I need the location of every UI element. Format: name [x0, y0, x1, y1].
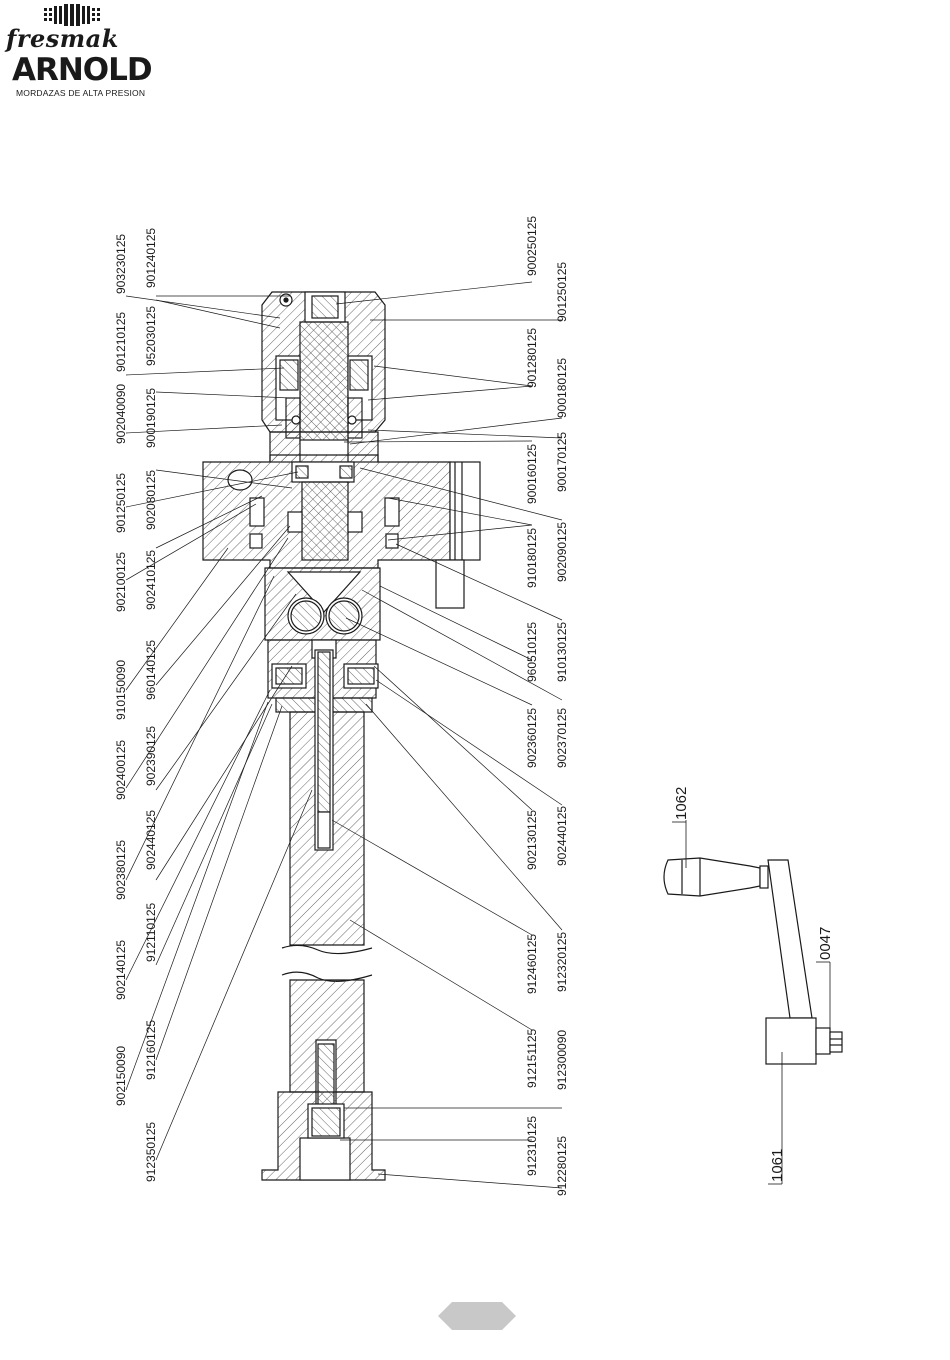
- vise-cross-section: [202, 291, 481, 1181]
- brand-logo: fresmak ARNOLD MORDAZAS DE ALTA PRESION: [4, 2, 164, 98]
- label-902100125: 902100125: [114, 552, 128, 612]
- label-952030125: 952030125: [144, 306, 158, 366]
- crank-handle: [663, 857, 843, 1065]
- logo-dot-grid-icon: [44, 4, 100, 26]
- label-902080125: 902080125: [144, 470, 158, 530]
- label-910180125: 910180125: [525, 528, 539, 588]
- brand-name-main: ARNOLD: [12, 52, 153, 88]
- brand-name-top: fresmak: [6, 24, 119, 53]
- label-910150090: 910150090: [114, 660, 128, 720]
- labels-left-inner: 901240125 952030125 900190125 902080125 …: [144, 228, 158, 1182]
- crank-labels: 1062 0047 1061: [673, 787, 834, 1182]
- label-902040090: 902040090: [114, 384, 128, 444]
- label-902090125: 902090125: [555, 522, 569, 582]
- label-912460125: 912460125: [525, 934, 539, 994]
- break-line-top: [281, 944, 373, 955]
- label-901210125: 901210125: [114, 312, 128, 372]
- label-902370125: 902370125: [555, 708, 569, 768]
- label-901280125: 901280125: [525, 328, 539, 388]
- label-900170125: 900170125: [555, 432, 569, 492]
- label-901240125: 901240125: [144, 228, 158, 288]
- label-902140125: 902140125: [114, 940, 128, 1000]
- label-912320125: 912320125: [555, 932, 569, 992]
- label-901250125-right: 901250125: [555, 262, 569, 322]
- brand-tagline: MORDAZAS DE ALTA PRESION: [16, 88, 146, 98]
- label-902130125: 902130125: [525, 810, 539, 870]
- center-piston: [301, 481, 349, 561]
- label-910130125: 910130125: [555, 622, 569, 682]
- label-1062: 1062: [673, 787, 690, 820]
- label-912110125: 912110125: [144, 903, 158, 963]
- label-900160125: 900160125: [525, 444, 539, 504]
- label-902440125-left: 902440125: [144, 810, 158, 870]
- label-900190125: 900190125: [144, 388, 158, 448]
- label-960140125: 960140125: [144, 640, 158, 700]
- label-912151125: 912151125: [525, 1029, 539, 1089]
- label-902380125: 902380125: [114, 840, 128, 900]
- label-902150090: 902150090: [114, 1046, 128, 1106]
- label-900180125: 900180125: [555, 358, 569, 418]
- label-903230125: 903230125: [114, 234, 128, 294]
- label-900250125-r: 900250125: [525, 216, 539, 276]
- label-0047: 0047: [817, 927, 834, 960]
- label-902390125: 902390125: [144, 726, 158, 786]
- label-902440125-right: 902440125: [555, 806, 569, 866]
- labels-right-inner: 901240125 900250125 901280125 900160125 …: [525, 216, 539, 1176]
- label-901250125-left: 901250125: [114, 473, 128, 533]
- label-912280125: 912280125: [555, 1136, 569, 1196]
- handle-arm: [767, 859, 813, 1019]
- leader-lines: [125, 281, 563, 1189]
- page-number-tab: [438, 1302, 516, 1330]
- label-1061: 1061: [769, 1149, 786, 1182]
- handle-nut: [815, 1027, 831, 1055]
- handle-grip: [663, 857, 761, 897]
- label-912310125: 912310125: [525, 1116, 539, 1176]
- top-spindle: [299, 321, 349, 443]
- label-960510125: 960510125: [525, 622, 539, 682]
- handle-hub: [765, 1017, 817, 1065]
- labels-right-outer: 901250125 900180125 900170125 902090125 …: [555, 262, 569, 1196]
- label-902400125: 902400125: [114, 740, 128, 800]
- label-902410125: 902410125: [144, 550, 158, 610]
- label-912350125: 912350125: [144, 1122, 158, 1182]
- label-902360125: 902360125: [525, 708, 539, 768]
- label-912300090: 912300090: [555, 1030, 569, 1090]
- handle-grip-collar: [759, 865, 769, 889]
- label-912160125: 912160125: [144, 1020, 158, 1080]
- side-pin: [435, 559, 465, 609]
- labels-left-outer: 903230125 901210125 902040090 901250125 …: [114, 234, 128, 1106]
- crank-leaders: [672, 820, 831, 1185]
